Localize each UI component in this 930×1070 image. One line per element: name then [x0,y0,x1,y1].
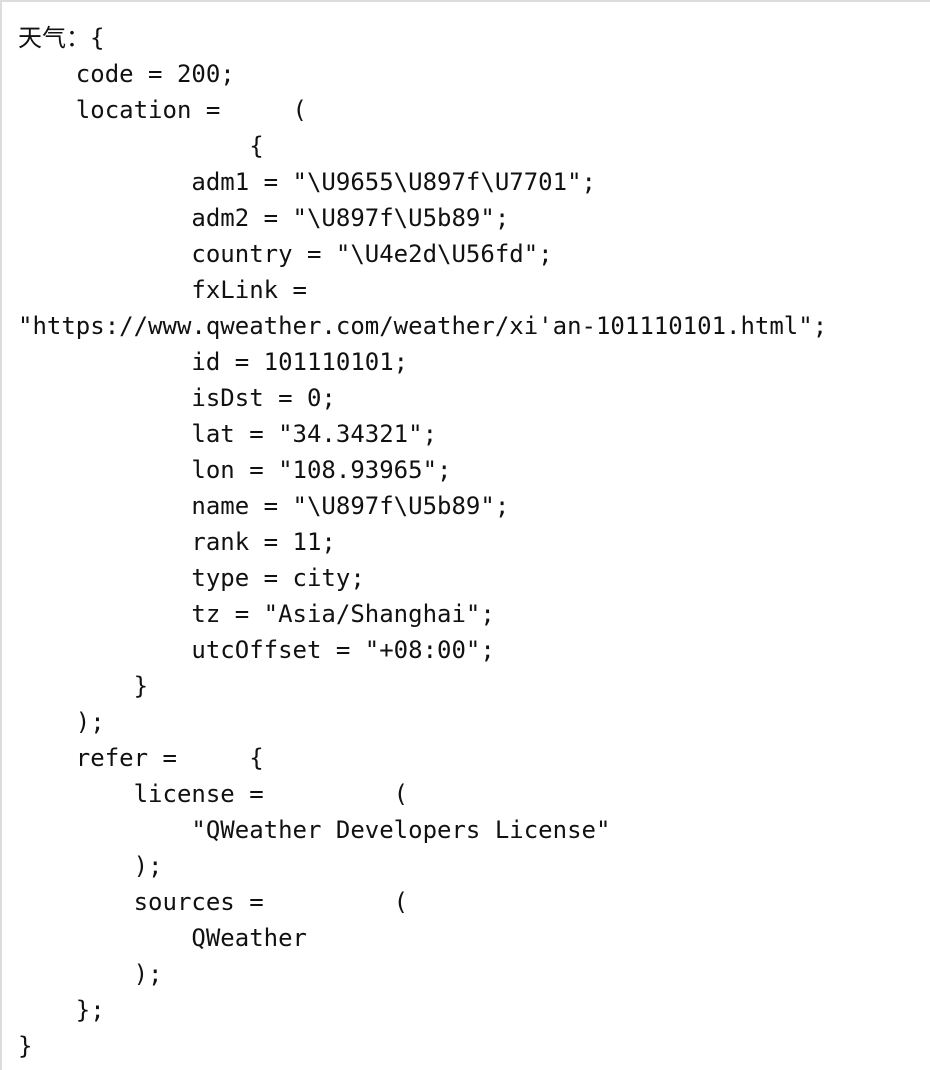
log-line: location = ( [18,96,307,124]
log-line: name = "\U897f\U5b89"; [18,492,510,520]
log-line: adm2 = "\U897f\U5b89"; [18,204,510,232]
log-line: isDst = 0; [18,384,336,412]
log-line: { [18,132,264,160]
log-line: } [18,1032,33,1060]
log-line: lat = "34.34321"; [18,420,438,448]
log-line: utcOffset = "+08:00"; [18,636,495,664]
log-line: QWeather [18,924,307,952]
log-line: ); [18,708,105,736]
log-line: } [18,672,149,700]
log-line: }; [18,996,105,1024]
log-line: id = 101110101; [18,348,409,376]
log-line: ); [18,960,163,988]
log-line: 天气：{ [18,24,105,52]
log-line: refer = { [18,744,264,772]
log-line: ); [18,852,163,880]
log-line: rank = 11; [18,528,336,556]
log-line: country = "\U4e2d\U56fd"; [18,240,553,268]
log-line: fxLink = [18,276,307,304]
log-line: sources = ( [18,888,409,916]
log-line: adm1 = "\U9655\U897f\U7701"; [18,168,596,196]
log-line: license = ( [18,780,409,808]
log-line: "https://www.qweather.com/weather/xi'an-… [18,312,828,340]
log-line: type = city; [18,564,365,592]
log-line: code = 200; [18,60,235,88]
weather-response-log: 天气：{ code = 200; location = ( { adm1 = "… [18,20,827,1064]
log-line: tz = "Asia/Shanghai"; [18,600,495,628]
log-line: "QWeather Developers License" [18,816,611,844]
log-line: lon = "108.93965"; [18,456,452,484]
